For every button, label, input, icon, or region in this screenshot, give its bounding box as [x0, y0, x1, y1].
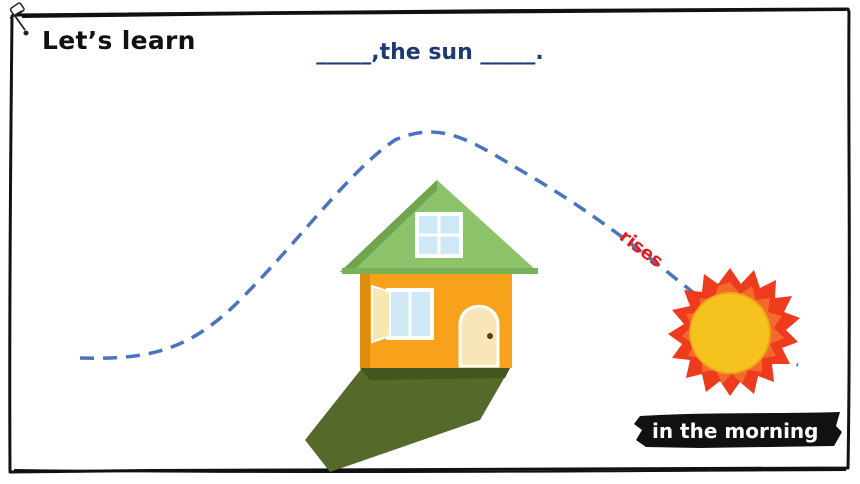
slide-border-bottom-stroke: [13, 469, 847, 474]
fill-in-sentence: _____,the sun _____.: [316, 40, 544, 65]
pushpin-icon: [9, 2, 29, 36]
door-knob: [487, 333, 493, 339]
time-tag-brush: [634, 412, 842, 448]
sun-path-dashed-line: [79, 130, 799, 367]
page-title: Let’s learn: [42, 26, 196, 55]
house-door: [458, 304, 500, 368]
slide-border-top-stroke: [21, 9, 847, 18]
house-illustration: [305, 180, 538, 472]
sun-illustration: [668, 268, 800, 396]
time-phrase-label: in the morning: [652, 419, 819, 443]
house-wall-side: [360, 270, 370, 368]
window-shutter: [371, 284, 391, 344]
house-ground: [305, 368, 510, 472]
slide-border: [8, 7, 851, 474]
sun-core: [689, 292, 771, 374]
house-ground-shadow: [360, 368, 510, 380]
house-roof-shade: [340, 180, 437, 272]
house-roof-edge: [342, 268, 538, 274]
